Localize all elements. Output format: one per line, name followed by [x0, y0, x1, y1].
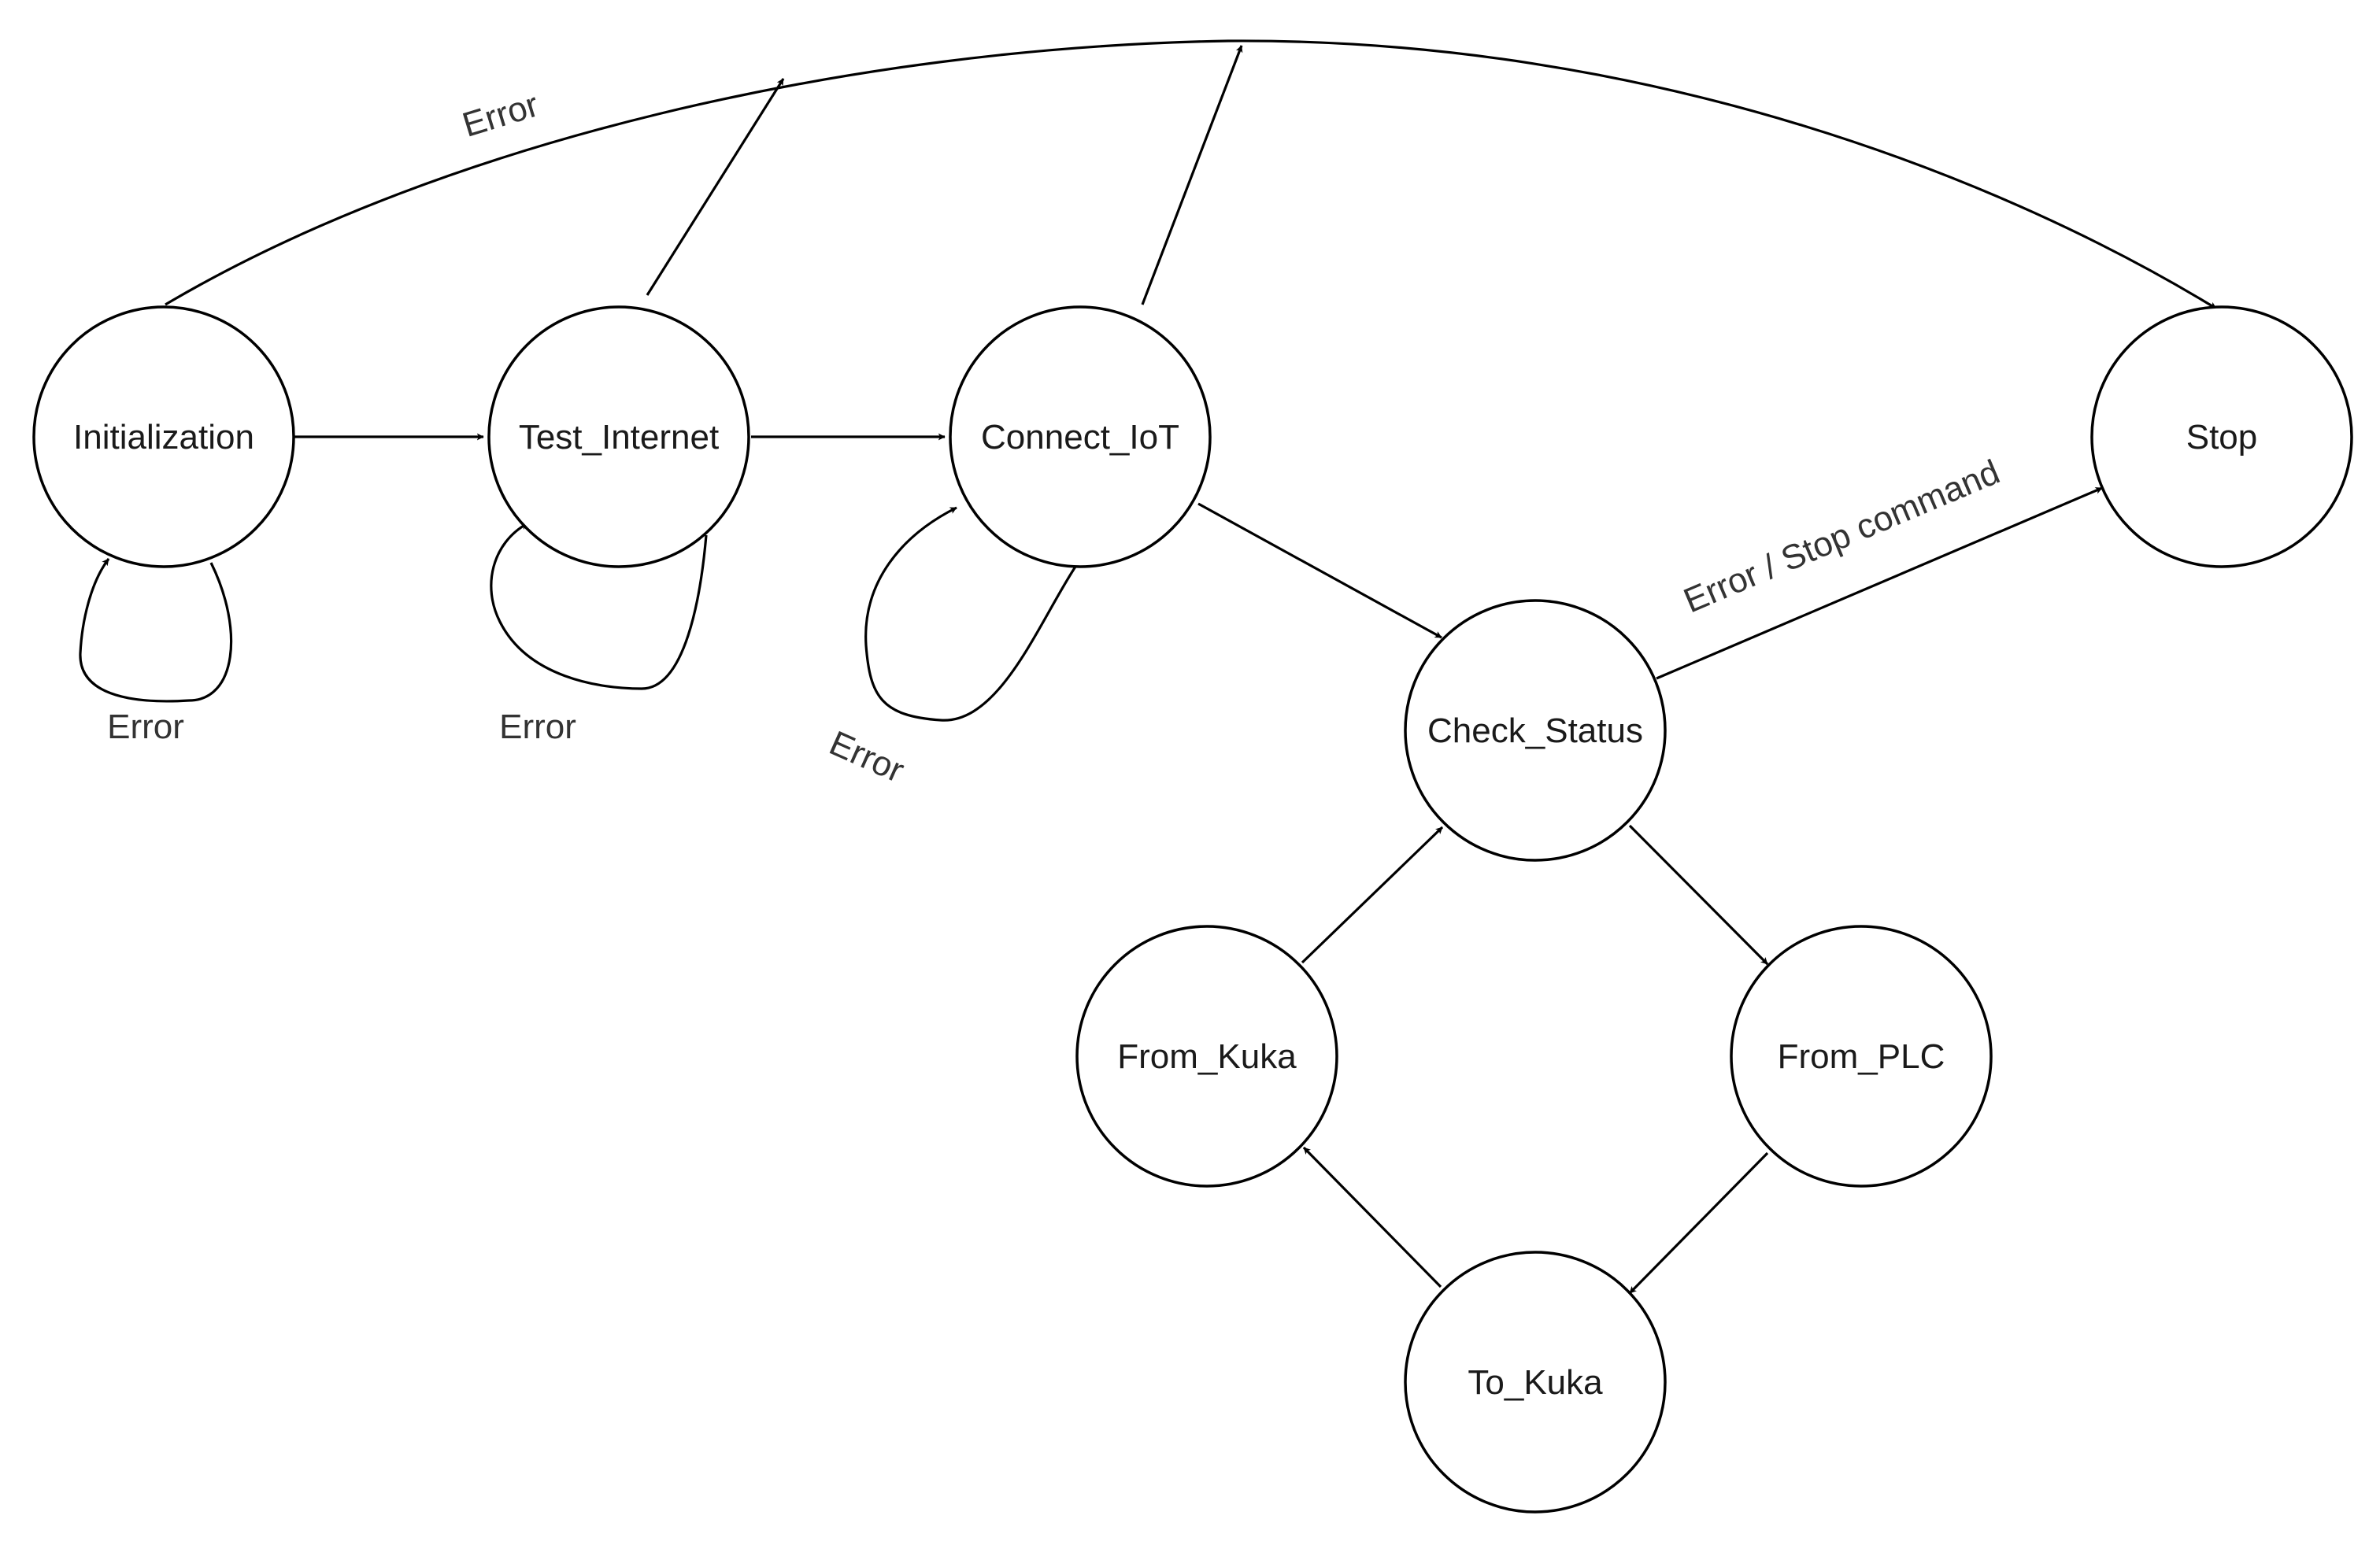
- edge-connect-iot-to-top-arc: [1141, 45, 1243, 305]
- state-to-kuka-circle: [1404, 1251, 1667, 1514]
- state-from-plc-label: From_PLC: [1778, 1037, 1945, 1076]
- state-from-plc-circle: [1730, 925, 1993, 1188]
- label-test-internet-self-loop-error: Error: [499, 708, 576, 746]
- label-check-status-to-stop: Error / Stop command: [1679, 453, 2005, 620]
- edge-initialization-to-stop: [165, 39, 2217, 310]
- label-init-self-loop-error: Error: [107, 708, 184, 746]
- self-loop-connect-iot: [864, 506, 1077, 722]
- edge-check-status-to-from-plc: [1628, 824, 1769, 966]
- label-top-error: Error: [458, 85, 543, 144]
- label-connect-iot-self-loop-error: Error: [824, 723, 909, 790]
- state-from-plc: From_PLC: [1730, 925, 1993, 1188]
- edge-test-internet-to-top-arc: [646, 78, 785, 296]
- state-stop-circle: [2090, 305, 2353, 568]
- state-test-internet: Test_Internet: [487, 305, 750, 568]
- state-initialization: Initialization: [32, 305, 295, 568]
- edge-from-kuka-to-check-status: [1301, 826, 1444, 964]
- state-check-status-circle: [1404, 599, 1667, 862]
- state-from-kuka-circle: [1075, 925, 1338, 1188]
- self-loop-test-internet: [490, 522, 708, 690]
- edge-to-kuka-to-from-kuka: [1302, 1146, 1442, 1288]
- state-test-internet-label: Test_Internet: [519, 418, 719, 456]
- state-connect-iot: Connect_IoT: [949, 305, 1212, 568]
- edge-check-status-to-stop: [1656, 486, 2103, 680]
- state-from-kuka: From_Kuka: [1075, 925, 1338, 1188]
- state-stop-label: Stop: [2186, 418, 2258, 456]
- state-to-kuka-label: To_Kuka: [1468, 1363, 1603, 1402]
- self-loop-initialization: [79, 558, 233, 703]
- state-initialization-label: Initialization: [73, 418, 254, 456]
- state-stop: Stop: [2090, 305, 2353, 568]
- state-connect-iot-label: Connect_IoT: [981, 418, 1179, 456]
- edge-from-plc-to-to-kuka: [1628, 1151, 1769, 1295]
- state-check-status-label: Check_Status: [1427, 712, 1643, 750]
- state-from-kuka-label: From_Kuka: [1117, 1037, 1297, 1076]
- state-check-status: Check_Status: [1404, 599, 1667, 862]
- state-to-kuka: To_Kuka: [1404, 1251, 1667, 1514]
- state-test-internet-circle: [487, 305, 750, 568]
- state-connect-iot-circle: [949, 305, 1212, 568]
- state-initialization-circle: [32, 305, 295, 568]
- edge-connect-iot-to-check-status: [1197, 502, 1442, 639]
